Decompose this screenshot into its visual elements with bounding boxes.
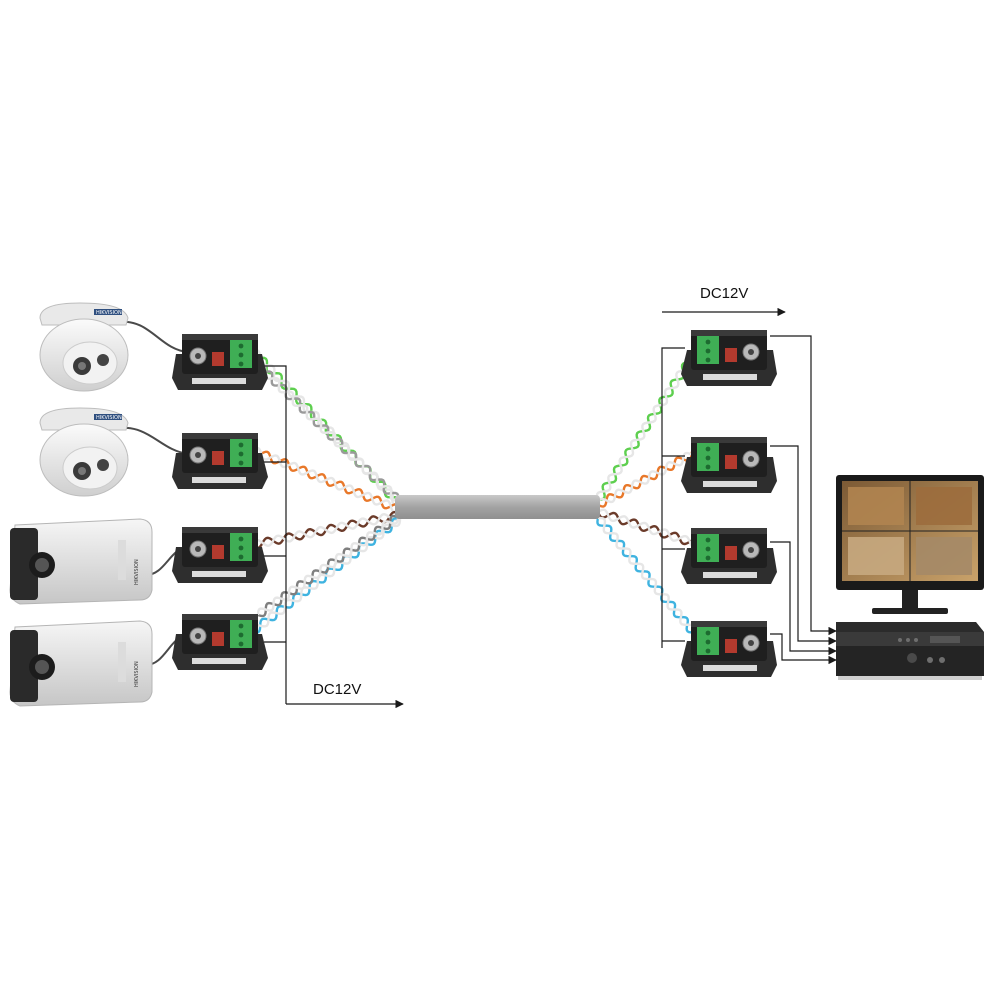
terminal-screw	[238, 460, 244, 466]
balun-led-strip	[212, 352, 224, 366]
terminal-screw	[238, 632, 244, 638]
balun-top	[182, 527, 258, 533]
terminal-screw	[705, 630, 711, 636]
bnc-pin	[748, 349, 754, 355]
video-output-lines	[770, 335, 837, 665]
dvr-buttons	[898, 636, 960, 663]
bnc-pin	[195, 546, 201, 552]
wire-strand	[597, 516, 701, 642]
terminal-screw	[705, 446, 711, 452]
balun-top	[691, 621, 767, 627]
cat5-cable	[395, 495, 600, 519]
wire-strand	[597, 508, 701, 549]
power-lines-right	[661, 307, 786, 648]
terminal-screw	[238, 352, 244, 358]
terminal-screw	[705, 639, 711, 645]
wire-strand	[257, 363, 399, 502]
balun-label	[703, 572, 757, 578]
wire-strand	[256, 516, 400, 616]
video-balun	[681, 621, 777, 677]
balun-led-strip	[212, 632, 224, 646]
bnc-pin	[195, 452, 201, 458]
terminal-screw	[705, 339, 711, 345]
terminal-screw	[238, 361, 244, 367]
terminal-screw	[238, 536, 244, 542]
video-balun	[681, 437, 777, 493]
bnc-pin	[195, 633, 201, 639]
camera-brand-text: HIKVISION	[134, 559, 140, 585]
terminal-screw	[705, 648, 711, 654]
twisted-pair-wires	[250, 343, 703, 642]
bnc-pin	[748, 640, 754, 646]
balun-led-strip	[212, 451, 224, 465]
dome-camera: HIKVISION	[39, 407, 129, 497]
balun-label	[703, 665, 757, 671]
terminal-screw	[705, 357, 711, 363]
balun-led-strip	[725, 546, 737, 560]
balun-led-strip	[212, 545, 224, 559]
wire-strand	[250, 518, 402, 633]
balun-led-strip	[725, 639, 737, 653]
bullet-camera: HIKVISION	[9, 518, 153, 605]
video-balun	[681, 528, 777, 584]
balun-top	[691, 528, 767, 534]
camera-brand-text: HIKVISION	[134, 661, 140, 687]
terminal-screw	[238, 554, 244, 560]
balun-top	[182, 614, 258, 620]
power-label-right: DC12V	[700, 285, 748, 302]
video-balun	[172, 334, 268, 390]
balun-label	[703, 374, 757, 380]
power-lines-left	[264, 365, 404, 709]
wire-strand	[251, 446, 401, 514]
wire-strand	[596, 449, 702, 506]
balun-led-strip	[725, 348, 737, 362]
terminal-screw	[705, 546, 711, 552]
balun-led-strip	[725, 455, 737, 469]
video-balun	[172, 614, 268, 670]
bullet-camera: HIKVISION	[9, 620, 153, 707]
balun-label	[192, 477, 246, 483]
dome-camera: HIKVISION	[39, 302, 129, 392]
bnc-pin	[748, 456, 754, 462]
terminal-screw	[705, 348, 711, 354]
terminal-screw	[238, 623, 244, 629]
terminal-screw	[705, 537, 711, 543]
balun-top	[182, 334, 258, 340]
monitor	[836, 475, 984, 614]
video-balun	[172, 433, 268, 489]
video-balun	[172, 527, 268, 583]
terminal-screw	[238, 442, 244, 448]
balun-label	[192, 571, 246, 577]
power-label-left: DC12V	[313, 681, 361, 698]
balun-label	[703, 481, 757, 487]
camera-group: HIKVISION HIKVISION HIKVISION	[9, 302, 153, 707]
terminal-screw	[705, 555, 711, 561]
camera-brand-text: HIKVISION	[96, 310, 122, 316]
balun-label	[192, 658, 246, 664]
balun-top	[691, 437, 767, 443]
bnc-pin	[195, 353, 201, 359]
camera-brand-text: HIKVISION	[96, 415, 122, 421]
balun-top	[691, 330, 767, 336]
receiver-baluns	[681, 330, 777, 677]
monitor-screen-grid	[842, 481, 978, 581]
transmitter-baluns	[172, 334, 268, 670]
terminal-screw	[705, 455, 711, 461]
balun-top	[182, 433, 258, 439]
dvr-recorder	[836, 622, 984, 680]
bnc-pin	[748, 547, 754, 553]
terminal-screw	[238, 641, 244, 647]
terminal-screw	[238, 451, 244, 457]
terminal-screw	[238, 343, 244, 349]
wire-strand	[250, 513, 402, 547]
video-balun	[681, 330, 777, 386]
balun-label	[192, 378, 246, 384]
terminal-screw	[238, 545, 244, 551]
terminal-screw	[705, 464, 711, 470]
